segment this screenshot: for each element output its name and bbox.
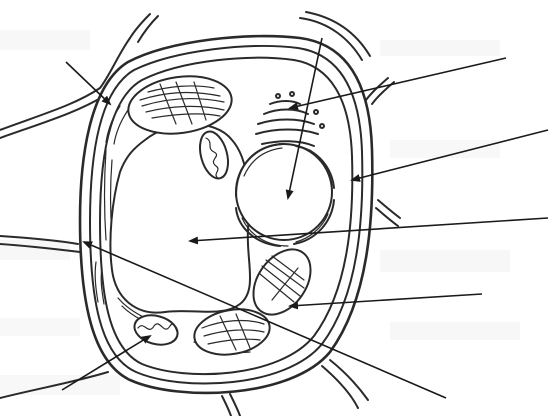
- nucleus: [236, 144, 334, 246]
